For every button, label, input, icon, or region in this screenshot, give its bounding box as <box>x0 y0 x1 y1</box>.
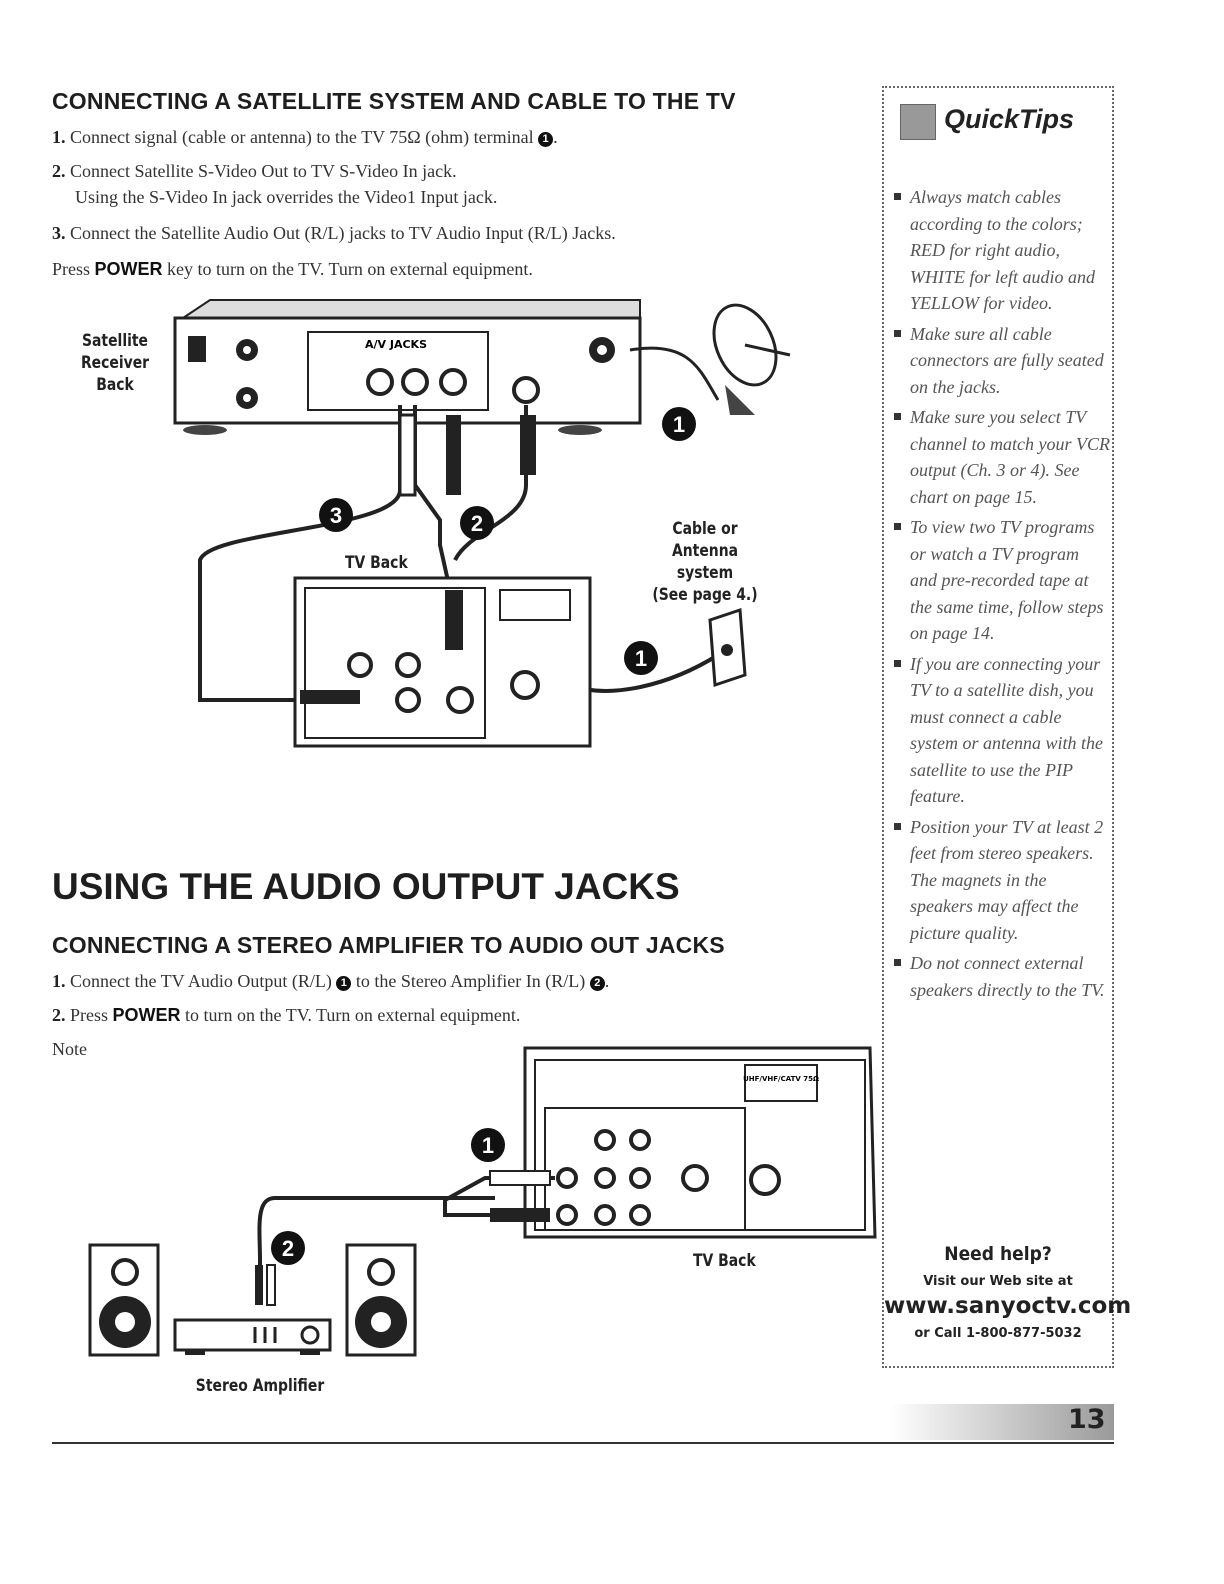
right-speaker-icon <box>345 1243 417 1357</box>
cable-antenna-label: Cable or Antenna system (See page 4.) <box>652 519 758 605</box>
marker-1-icon: 1 <box>336 976 352 991</box>
stereo-connection-diagram: UHF/VHF/CATV 75Ω <box>88 1046 877 1357</box>
help-url-link[interactable]: www.sanyoctv.com <box>884 1293 1132 1319</box>
tips-list: Always match cables according to the col… <box>884 184 1110 1007</box>
wall-outlet-icon <box>708 607 747 688</box>
help-line: Visit our Web site at <box>923 1274 1073 1289</box>
satellite-connection-diagram: A/V JACKS <box>173 299 791 748</box>
note-text: Note <box>52 1039 87 1059</box>
tip-item: Make sure you select TV channel to match… <box>884 404 1110 510</box>
quick-tips-icon <box>900 104 936 140</box>
tv-back-label-1: TV Back <box>345 553 408 573</box>
marker-1: 1 <box>482 1133 494 1158</box>
page-number: 13 <box>1068 1404 1106 1435</box>
help-phone: or Call 1-800-877-5032 <box>914 1326 1082 1341</box>
satellite-receiver-label: Satellite Receiver Back <box>80 331 150 395</box>
satellite-dish-icon <box>629 303 791 415</box>
tip-item: Do not connect external speakers directl… <box>884 950 1110 1003</box>
stereo-amplifier-icon <box>173 1318 332 1355</box>
tv-back-panel-icon: UHF/VHF/CATV 75Ω <box>523 1046 877 1239</box>
section-title-satellite: CONNECTING A SATELLITE SYSTEM AND CABLE … <box>52 88 736 114</box>
tip-item: To view two TV programs or watch a TV pr… <box>884 514 1110 647</box>
subsection-title-stereo: CONNECTING A STEREO AMPLIFIER TO AUDIO O… <box>52 932 725 958</box>
audio-step-2: 2. Press POWER to turn on the TV. Turn o… <box>52 1005 521 1025</box>
quick-tips-sidebar: QuickTips Always match cables according … <box>882 86 1132 1368</box>
audio-step-1: 1. Connect the TV Audio Output (R/L) 1 t… <box>52 971 610 991</box>
step-3: 3. Connect the Satellite Audio Out (R/L)… <box>52 223 616 243</box>
tip-item: If you are connecting your TV to a satel… <box>884 651 1110 810</box>
page-number-band <box>890 1404 1114 1440</box>
step-1: 1. Connect signal (cable or antenna) to … <box>52 127 558 147</box>
stereo-amplifier-label: Stereo Amplifier <box>195 1376 325 1396</box>
marker-3: 3 <box>330 503 342 528</box>
need-help-title: Need help? <box>944 1243 1052 1265</box>
satellite-receiver-icon: A/V JACKS <box>173 299 642 435</box>
tip-item: Make sure all cable connectors are fully… <box>884 321 1110 401</box>
quick-tips-title: QuickTips <box>944 104 1075 134</box>
marker-1a: 1 <box>673 412 685 437</box>
marker-2: 2 <box>471 511 483 536</box>
receiver-header: A/V JACKS <box>365 338 427 351</box>
step-2: 2. Connect Satellite S-Video Out to TV S… <box>52 161 457 181</box>
tv-back-panel-icon <box>293 576 592 748</box>
marker-2-icon: 2 <box>589 976 605 991</box>
tip-item: Always match cables according to the col… <box>884 184 1110 317</box>
footer-rule <box>52 1442 1114 1444</box>
tv-back-label-2: TV Back <box>693 1251 756 1271</box>
tip-item: Position your TV at least 2 feet from st… <box>884 814 1110 947</box>
marker-1b: 1 <box>635 646 647 671</box>
section-title-audio-output: USING THE AUDIO OUTPUT JACKS <box>52 866 680 907</box>
marker-2: 2 <box>282 1236 294 1261</box>
marker-1-icon: 1 <box>538 132 554 147</box>
step-2-subtext: Using the S-Video In jack overrides the … <box>75 187 498 207</box>
left-speaker-icon <box>88 1243 160 1357</box>
uhf-label: UHF/VHF/CATV 75Ω <box>743 1075 819 1083</box>
press-power-text: Press POWER key to turn on the TV. Turn … <box>52 259 533 279</box>
